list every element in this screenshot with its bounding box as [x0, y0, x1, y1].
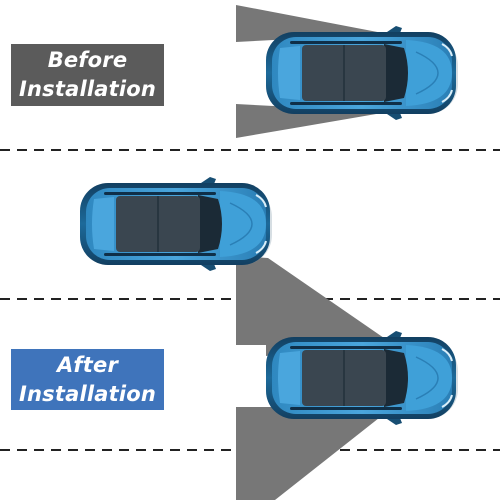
- after-label-line2: Installation: [18, 381, 157, 406]
- before-installation-label: Before Installation: [11, 44, 164, 106]
- car-top-view-after: [265, 330, 459, 426]
- after-label-background: [11, 349, 164, 410]
- lane-dividers: [0, 149, 500, 451]
- car-top-view-before: [265, 25, 459, 121]
- before-label-line1: Before: [47, 48, 128, 72]
- blind-spot-zone: [236, 256, 384, 356]
- car-top-view-middle: [79, 176, 273, 272]
- after-installation-label: After Installation: [11, 349, 164, 410]
- before-label-background: [11, 44, 164, 106]
- after-label-line1: After: [56, 352, 119, 377]
- before-label-line2: Installation: [18, 77, 157, 101]
- blind-spot-zone: [236, 407, 384, 500]
